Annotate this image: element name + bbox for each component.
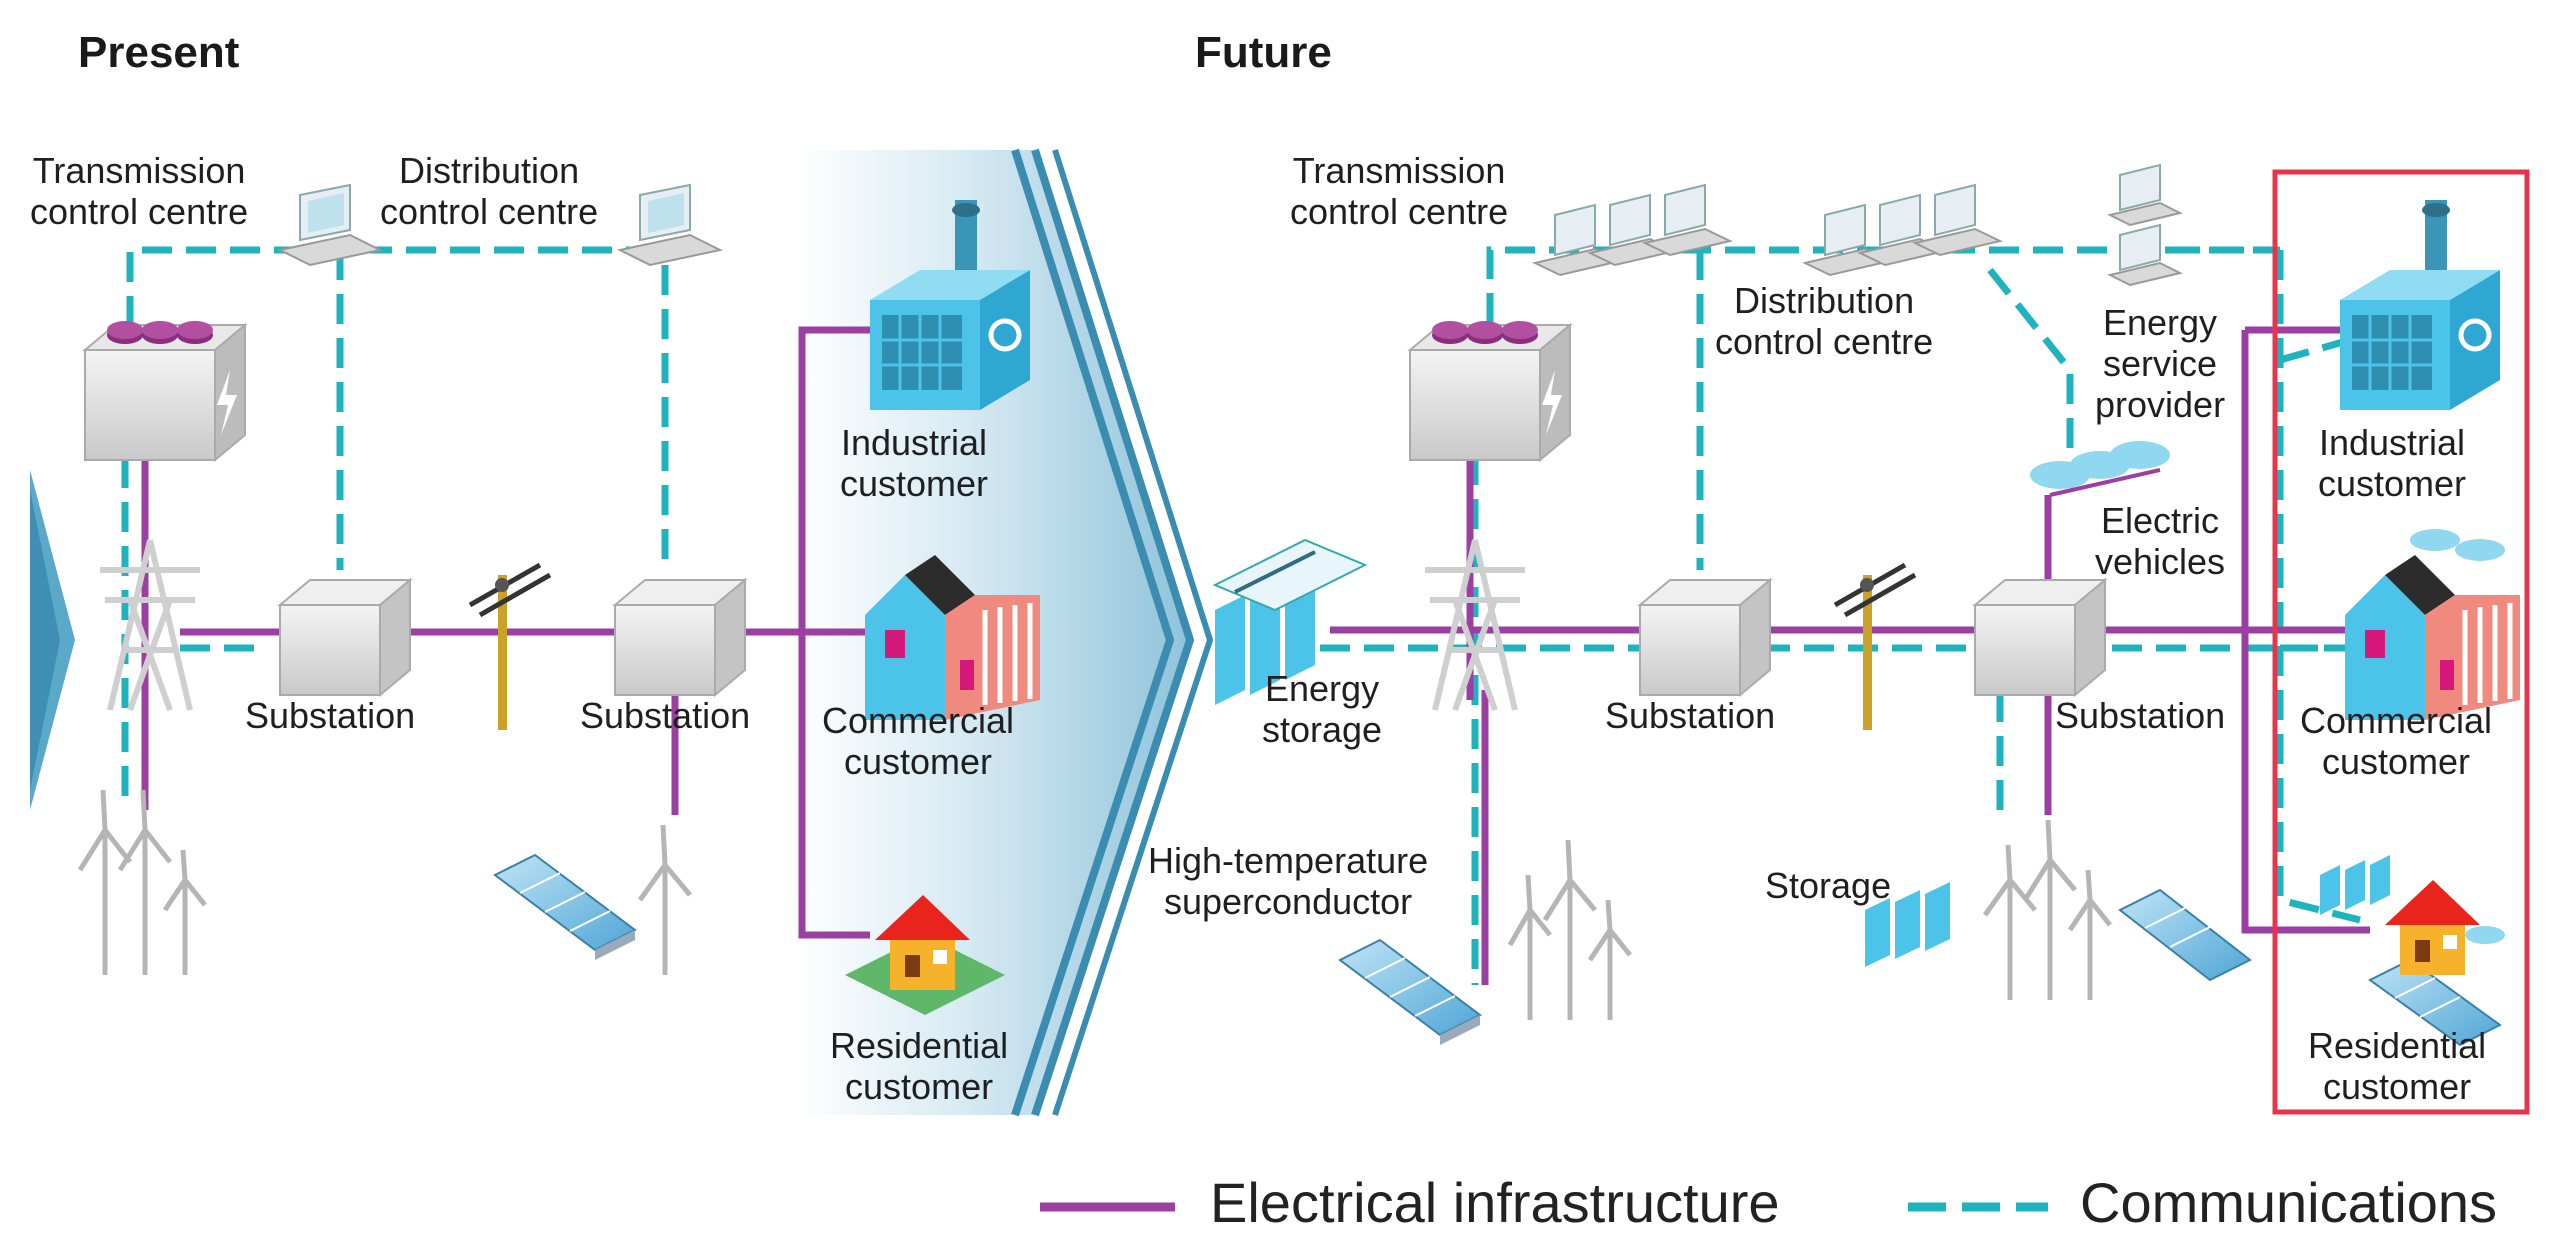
utility-pole-icon	[468, 562, 552, 730]
label-line: superconductor	[1163, 881, 1413, 922]
label-line: customer	[843, 741, 993, 782]
computer-stack-icon	[2107, 163, 2183, 287]
section-title-present: Present	[78, 28, 240, 77]
electric-vehicle-icon	[2465, 926, 2505, 944]
solar-panel-icon	[493, 853, 637, 960]
power-plant-icon	[1407, 321, 1573, 463]
label-storage: Storage	[1765, 865, 1892, 906]
label-line: control centre	[1715, 321, 1934, 362]
label-substation: Substation	[1605, 695, 1776, 736]
label-substation: Substation	[580, 695, 751, 736]
solar-panel-icon	[1338, 938, 1482, 1045]
substation-icon	[1972, 577, 2108, 698]
label-line: control centre	[30, 191, 249, 232]
legend-electrical-label: Electrical infrastructure	[1210, 1171, 1780, 1234]
label-substation: Substation	[245, 695, 416, 736]
label-residential-customer: Residential customer	[2308, 1025, 2486, 1107]
label-distribution-control-centre: Distribution control centre	[1715, 280, 1933, 362]
label-line: customer	[2318, 463, 2467, 504]
label-line: customer	[2323, 1066, 2472, 1107]
substation-icon	[277, 577, 413, 698]
label-commercial-customer: Commercial customer	[2300, 700, 2492, 782]
label-distribution-control-centre: Distribution control centre	[380, 150, 598, 232]
label-line: Distribution	[399, 150, 580, 191]
utility-pole-icon	[1833, 562, 1917, 730]
label-line: customer	[840, 463, 989, 504]
substation-icon	[1637, 577, 1773, 698]
residential-house-icon	[2385, 880, 2480, 975]
label-line: service	[2103, 343, 2218, 384]
label-line: control centre	[1290, 191, 1509, 232]
label-line: Commercial	[2300, 700, 2493, 741]
transmission-tower-icon	[100, 539, 200, 712]
label-substation: Substation	[2055, 695, 2226, 736]
label-line: Energy	[2102, 302, 2218, 343]
label-transmission-control-centre: Transmission control centre	[1290, 150, 1508, 232]
label-line: control centre	[380, 191, 599, 232]
label-industrial-customer: Industrial customer	[840, 422, 988, 504]
solar-panel-icon	[2118, 888, 2252, 982]
commercial-building-icon	[865, 555, 1040, 720]
label-line: Energy	[1265, 668, 1380, 709]
solar-panel-icon	[2368, 958, 2502, 1047]
electric-vehicles-icon	[2030, 441, 2170, 497]
future-customer-highlight-box	[2272, 169, 2530, 1115]
present-electrical-lines	[141, 326, 870, 939]
label-line: customer	[2321, 741, 2471, 782]
label-line: Distribution	[1734, 280, 1915, 321]
label-electric-vehicles: Electric vehicles	[2095, 500, 2225, 582]
label-line: Industrial	[2318, 422, 2466, 463]
label-line: Residential	[2308, 1025, 2487, 1066]
energy-storage-icon	[1212, 538, 1368, 705]
industrial-building-icon	[2340, 200, 2500, 410]
wind-turbines-icon	[1507, 839, 1632, 1020]
label-line: Residential	[830, 1025, 1009, 1066]
label-high-temperature-superconductor: High-temperature superconductor	[1148, 840, 1428, 922]
label-energy-storage: Energy storage	[1262, 668, 1382, 750]
label-line: High-temperature	[1148, 840, 1429, 881]
wind-turbine-icon	[637, 824, 692, 975]
commercial-building-icon	[2345, 555, 2520, 720]
residential-house-icon	[845, 895, 1005, 1015]
label-industrial-customer: Industrial customer	[2318, 422, 2466, 504]
label-line: Electric	[2101, 500, 2220, 541]
wind-turbines-icon	[1982, 819, 2112, 1000]
label-energy-service-provider: Energy service provider	[2095, 302, 2225, 425]
left-edge-arrow	[30, 470, 75, 810]
industrial-building-icon	[870, 200, 1030, 410]
label-line: Transmission	[32, 150, 246, 191]
electric-vehicles-icon	[2410, 529, 2505, 561]
wind-turbines-icon	[77, 789, 207, 975]
legend-communications-label: Communications	[2080, 1171, 2498, 1234]
storage-icon	[1865, 882, 1950, 967]
section-title-future: Future	[1195, 28, 1332, 77]
label-line: vehicles	[2095, 541, 2226, 582]
label-line: storage	[1262, 709, 1383, 750]
label-line: Transmission	[1292, 150, 1506, 191]
substation-icon	[612, 577, 748, 698]
label-commercial-customer: Commercial customer	[822, 700, 1014, 782]
label-line: Commercial	[822, 700, 1015, 741]
label-line: provider	[2095, 384, 2226, 425]
power-plant-icon	[82, 321, 248, 463]
label-transmission-control-centre: Transmission control centre	[30, 150, 248, 232]
computer-icon	[277, 183, 383, 267]
storage-icon	[2320, 855, 2390, 915]
label-line: Industrial	[840, 422, 988, 463]
label-residential-customer: Residential customer	[830, 1025, 1008, 1107]
computer-cluster-icon	[1802, 183, 2003, 277]
label-line: customer	[845, 1066, 994, 1107]
computer-icon	[617, 183, 723, 267]
transmission-tower-icon	[1425, 539, 1525, 712]
computer-cluster-icon	[1532, 183, 1733, 277]
